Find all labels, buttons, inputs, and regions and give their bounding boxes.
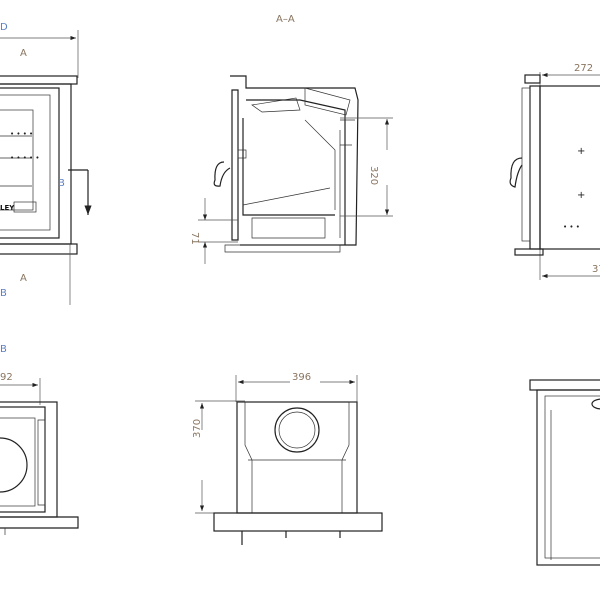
- dim-71: 71: [189, 232, 200, 245]
- front-view: A D • • • • • • • • • LEY B A B: [0, 22, 92, 305]
- side-view: 272 + + • • • 37: [509, 63, 600, 280]
- svg-text:• • • • •: • • • • •: [10, 154, 40, 162]
- svg-text:• • • •: • • • •: [10, 130, 33, 138]
- section-mark-a-bottom: A: [20, 273, 27, 284]
- section-b-title: B: [0, 344, 7, 355]
- dim-272: 272: [574, 63, 593, 74]
- section-a-a-view: A–A 71 320: [189, 14, 393, 264]
- stove-logo: LEY: [0, 204, 15, 212]
- dim-396: 396: [292, 372, 311, 383]
- dim-370: 370: [192, 419, 203, 438]
- svg-text:+: +: [577, 146, 585, 157]
- dim-320: 320: [368, 166, 379, 185]
- svg-text:+: +: [577, 190, 585, 201]
- section-title: A–A: [276, 14, 295, 25]
- right-bottom-view: [529, 379, 600, 566]
- dim-37: 37: [592, 264, 600, 275]
- dim-92: 92: [0, 372, 13, 383]
- svg-text:• • •: • • •: [563, 223, 580, 231]
- section-mark-b: B: [58, 178, 65, 189]
- corner-mark-top: D: [0, 22, 8, 33]
- rear-view: 396 370: [192, 372, 383, 545]
- section-mark-a-top: A: [20, 48, 27, 59]
- corner-mark-bottom: B: [0, 288, 7, 299]
- section-b-view: B 92: [0, 344, 79, 535]
